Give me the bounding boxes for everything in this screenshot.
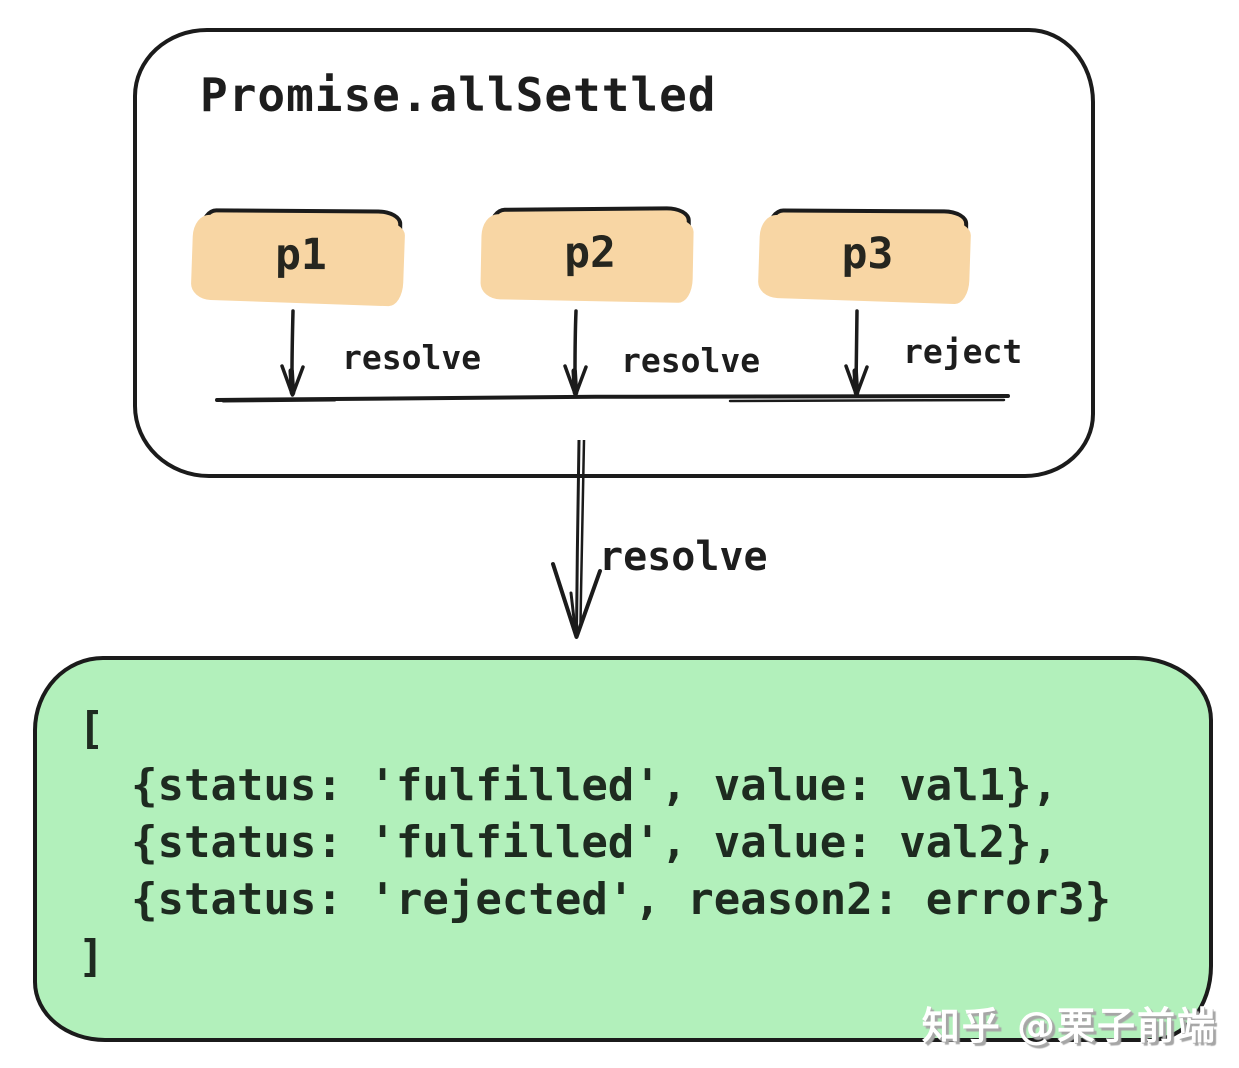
- code-line: {status: 'fulfilled', value: val2},: [78, 817, 1059, 868]
- result-box: [33, 656, 1213, 1042]
- code-line: {status: 'rejected', reason2: error3}: [78, 874, 1112, 925]
- aggregate-outcome-label: resolve: [599, 534, 768, 580]
- promise-box-p2: p2: [488, 206, 692, 299]
- outcome-label-p2: resolve: [621, 341, 761, 380]
- outcome-label-p1: resolve: [342, 338, 482, 377]
- arrow-down-icon-p1: [280, 309, 305, 397]
- promise-label-p1: p1: [274, 229, 328, 280]
- promise-label-p2: p2: [563, 227, 617, 278]
- timeline-line: [215, 393, 1010, 403]
- aggregate-arrow-down-icon: [551, 440, 602, 639]
- code-line: ]: [78, 931, 105, 982]
- code-line: {status: 'fulfilled', value: val1},: [78, 760, 1059, 811]
- result-code: [ {status: 'fulfilled', value: val1}, {s…: [78, 700, 1111, 985]
- code-line: [: [78, 703, 105, 754]
- watermark: 知乎 @栗子前端: [921, 1004, 1217, 1048]
- promise-group-box: [133, 28, 1095, 478]
- diagram-title: Promise.allSettled: [200, 68, 717, 122]
- promise-label-p3: p3: [841, 228, 894, 279]
- promise-box-p3: p3: [766, 208, 969, 299]
- arrow-down-icon-p2: [563, 309, 588, 397]
- arrow-down-icon-p3: [844, 309, 869, 397]
- outcome-label-p3: reject: [903, 332, 1023, 371]
- promise-box-p1: p1: [199, 208, 403, 301]
